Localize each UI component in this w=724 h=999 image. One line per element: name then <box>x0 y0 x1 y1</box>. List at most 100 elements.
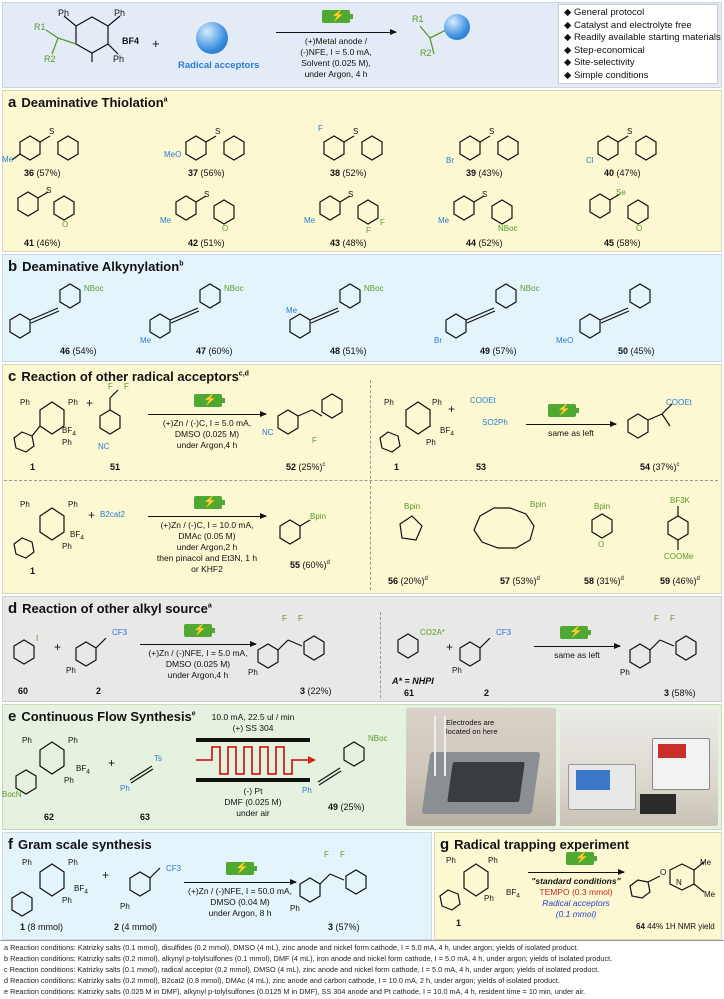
plus-sign: + <box>88 508 96 522</box>
reaction-arrow <box>148 411 267 417</box>
o-atom: O <box>598 540 605 549</box>
nboc-group: NBoc <box>224 284 244 293</box>
flow-top-conditions: 10.0 mA, 22.5 ul / min (+) SS 304 <box>211 712 295 733</box>
ph-label: Ph <box>20 500 30 509</box>
ph-label: Ph <box>248 668 258 677</box>
compound-label: 44 (52%) <box>466 238 503 248</box>
coome-group: COOMe <box>664 552 694 561</box>
nboc-group: NBoc <box>498 224 518 233</box>
bpin-group: Bpin <box>404 502 421 511</box>
compound-label: 58 (31%)d <box>584 576 624 586</box>
reactor-block <box>640 794 676 814</box>
cooet-group: COOEt <box>666 398 692 407</box>
ph-label: Ph <box>432 398 442 407</box>
f-conditions: (+)Zn / (-)NFE, I = 50.0 mA, DMSO (0.04 … <box>188 886 292 918</box>
compound-label: 2 (4 mmol) <box>114 922 158 932</box>
iodo-atom: I <box>36 634 39 643</box>
compound-label: 50 (45%) <box>618 346 655 356</box>
br-substituent: Br <box>446 156 454 165</box>
bf4-label: BF4 <box>506 888 520 900</box>
s-atom: S <box>46 186 52 195</box>
plus-sign: + <box>152 36 160 51</box>
ph-label: Ph <box>64 776 74 785</box>
compound-label: 3 (22%) <box>300 686 332 696</box>
features-box <box>558 4 718 84</box>
r1-label: R1 <box>34 22 46 32</box>
compound-label: 62 <box>44 812 55 822</box>
compound-label: 1 (8 mmol) <box>20 922 64 932</box>
me-substituent: Me <box>140 336 152 345</box>
me-group: Me <box>700 858 712 867</box>
cf3-group: CF3 <box>166 864 182 873</box>
reaction-arrow <box>276 29 397 35</box>
ph-label: Ph <box>302 786 312 795</box>
s-atom: S <box>49 127 55 136</box>
radical-acceptor-sphere <box>196 22 228 54</box>
ph-label: Ph <box>68 736 78 745</box>
battery-icon: ⚡ <box>566 852 597 865</box>
product-sphere <box>444 14 470 40</box>
plus-sign: + <box>102 868 110 882</box>
section-b-panel <box>2 254 722 362</box>
e-structures <box>15 741 365 795</box>
compound-label: 1 <box>394 462 400 472</box>
footnote-divider <box>0 940 724 941</box>
o-atom: O <box>62 220 69 229</box>
f-atom: F <box>108 382 113 391</box>
f-atom: F <box>670 614 675 623</box>
me-substituent: Me <box>286 306 298 315</box>
cl-substituent: Cl <box>586 156 594 165</box>
feature-item: ◆ Simple conditions <box>564 69 649 81</box>
nc-group: NC <box>98 442 110 451</box>
thiolation-row2-structures <box>17 191 649 225</box>
ph-label: Ph <box>20 398 30 407</box>
reaction-arrow <box>140 641 257 647</box>
power-display <box>658 744 686 758</box>
f-atom: F <box>380 218 385 227</box>
ph-label: Ph <box>66 666 76 675</box>
battery-icon: ⚡ <box>560 626 591 639</box>
compound-label: 3 (57%) <box>328 922 360 932</box>
ph-label: Ph <box>452 666 462 675</box>
compound-label: 49 (25%) <box>328 802 365 812</box>
section-d-divider <box>380 612 381 698</box>
compound-label: 39 (43%) <box>466 168 503 178</box>
r2-label: R2 <box>420 48 432 58</box>
ph-label: Ph <box>488 856 498 865</box>
section-c-hdivider <box>4 480 718 481</box>
f-atom: F <box>298 614 303 623</box>
d-conditions-2: same as left <box>554 650 600 660</box>
flow-cell-plate <box>447 762 525 802</box>
battery-icon: ⚡ <box>322 10 353 23</box>
compound-label: 1 <box>30 566 36 576</box>
c-reaction2-conditions: same as left <box>548 428 594 438</box>
g-conditions: "standard conditions" TEMPO (0.3 mmol) R… <box>531 876 621 919</box>
battery-icon: ⚡ <box>226 862 257 875</box>
o-atom: O <box>222 224 229 233</box>
c-reaction1-conditions: (+)Zn / (-)C, I = 5.0 mA, DMSO (0.025 M)… <box>162 418 252 450</box>
thiolation-row1-structures <box>11 135 657 161</box>
reaction-arrow <box>184 879 297 885</box>
bpin-group: Bpin <box>594 502 611 511</box>
footnote-c: c Reaction conditions: Katrizky salts (0… <box>4 965 600 974</box>
c-reaction2-structures <box>379 401 673 453</box>
reaction-arrow <box>148 513 267 519</box>
s-atom: S <box>215 127 221 136</box>
ph-label: Ph <box>22 858 32 867</box>
compound-label: 3 (58%) <box>664 688 696 698</box>
ph-label: Ph <box>68 500 78 509</box>
footnote-d: d Reaction conditions: Katrizky salts (0… <box>4 976 560 985</box>
s-atom: S <box>627 127 633 136</box>
nboc-group: NBoc <box>368 734 388 743</box>
compound-label: 57 (53%)d <box>500 576 540 586</box>
ph-label: Ph <box>22 736 32 745</box>
section-f-panel <box>2 832 432 940</box>
radical-acceptors-label: Radical acceptors <box>178 60 260 71</box>
reaction-arrow <box>534 643 621 649</box>
flow-serpentine-channel <box>196 746 316 775</box>
compound-label: 49 (57%) <box>480 346 517 356</box>
ph-label: Ph <box>446 856 456 865</box>
se-atom: Se <box>616 188 626 197</box>
